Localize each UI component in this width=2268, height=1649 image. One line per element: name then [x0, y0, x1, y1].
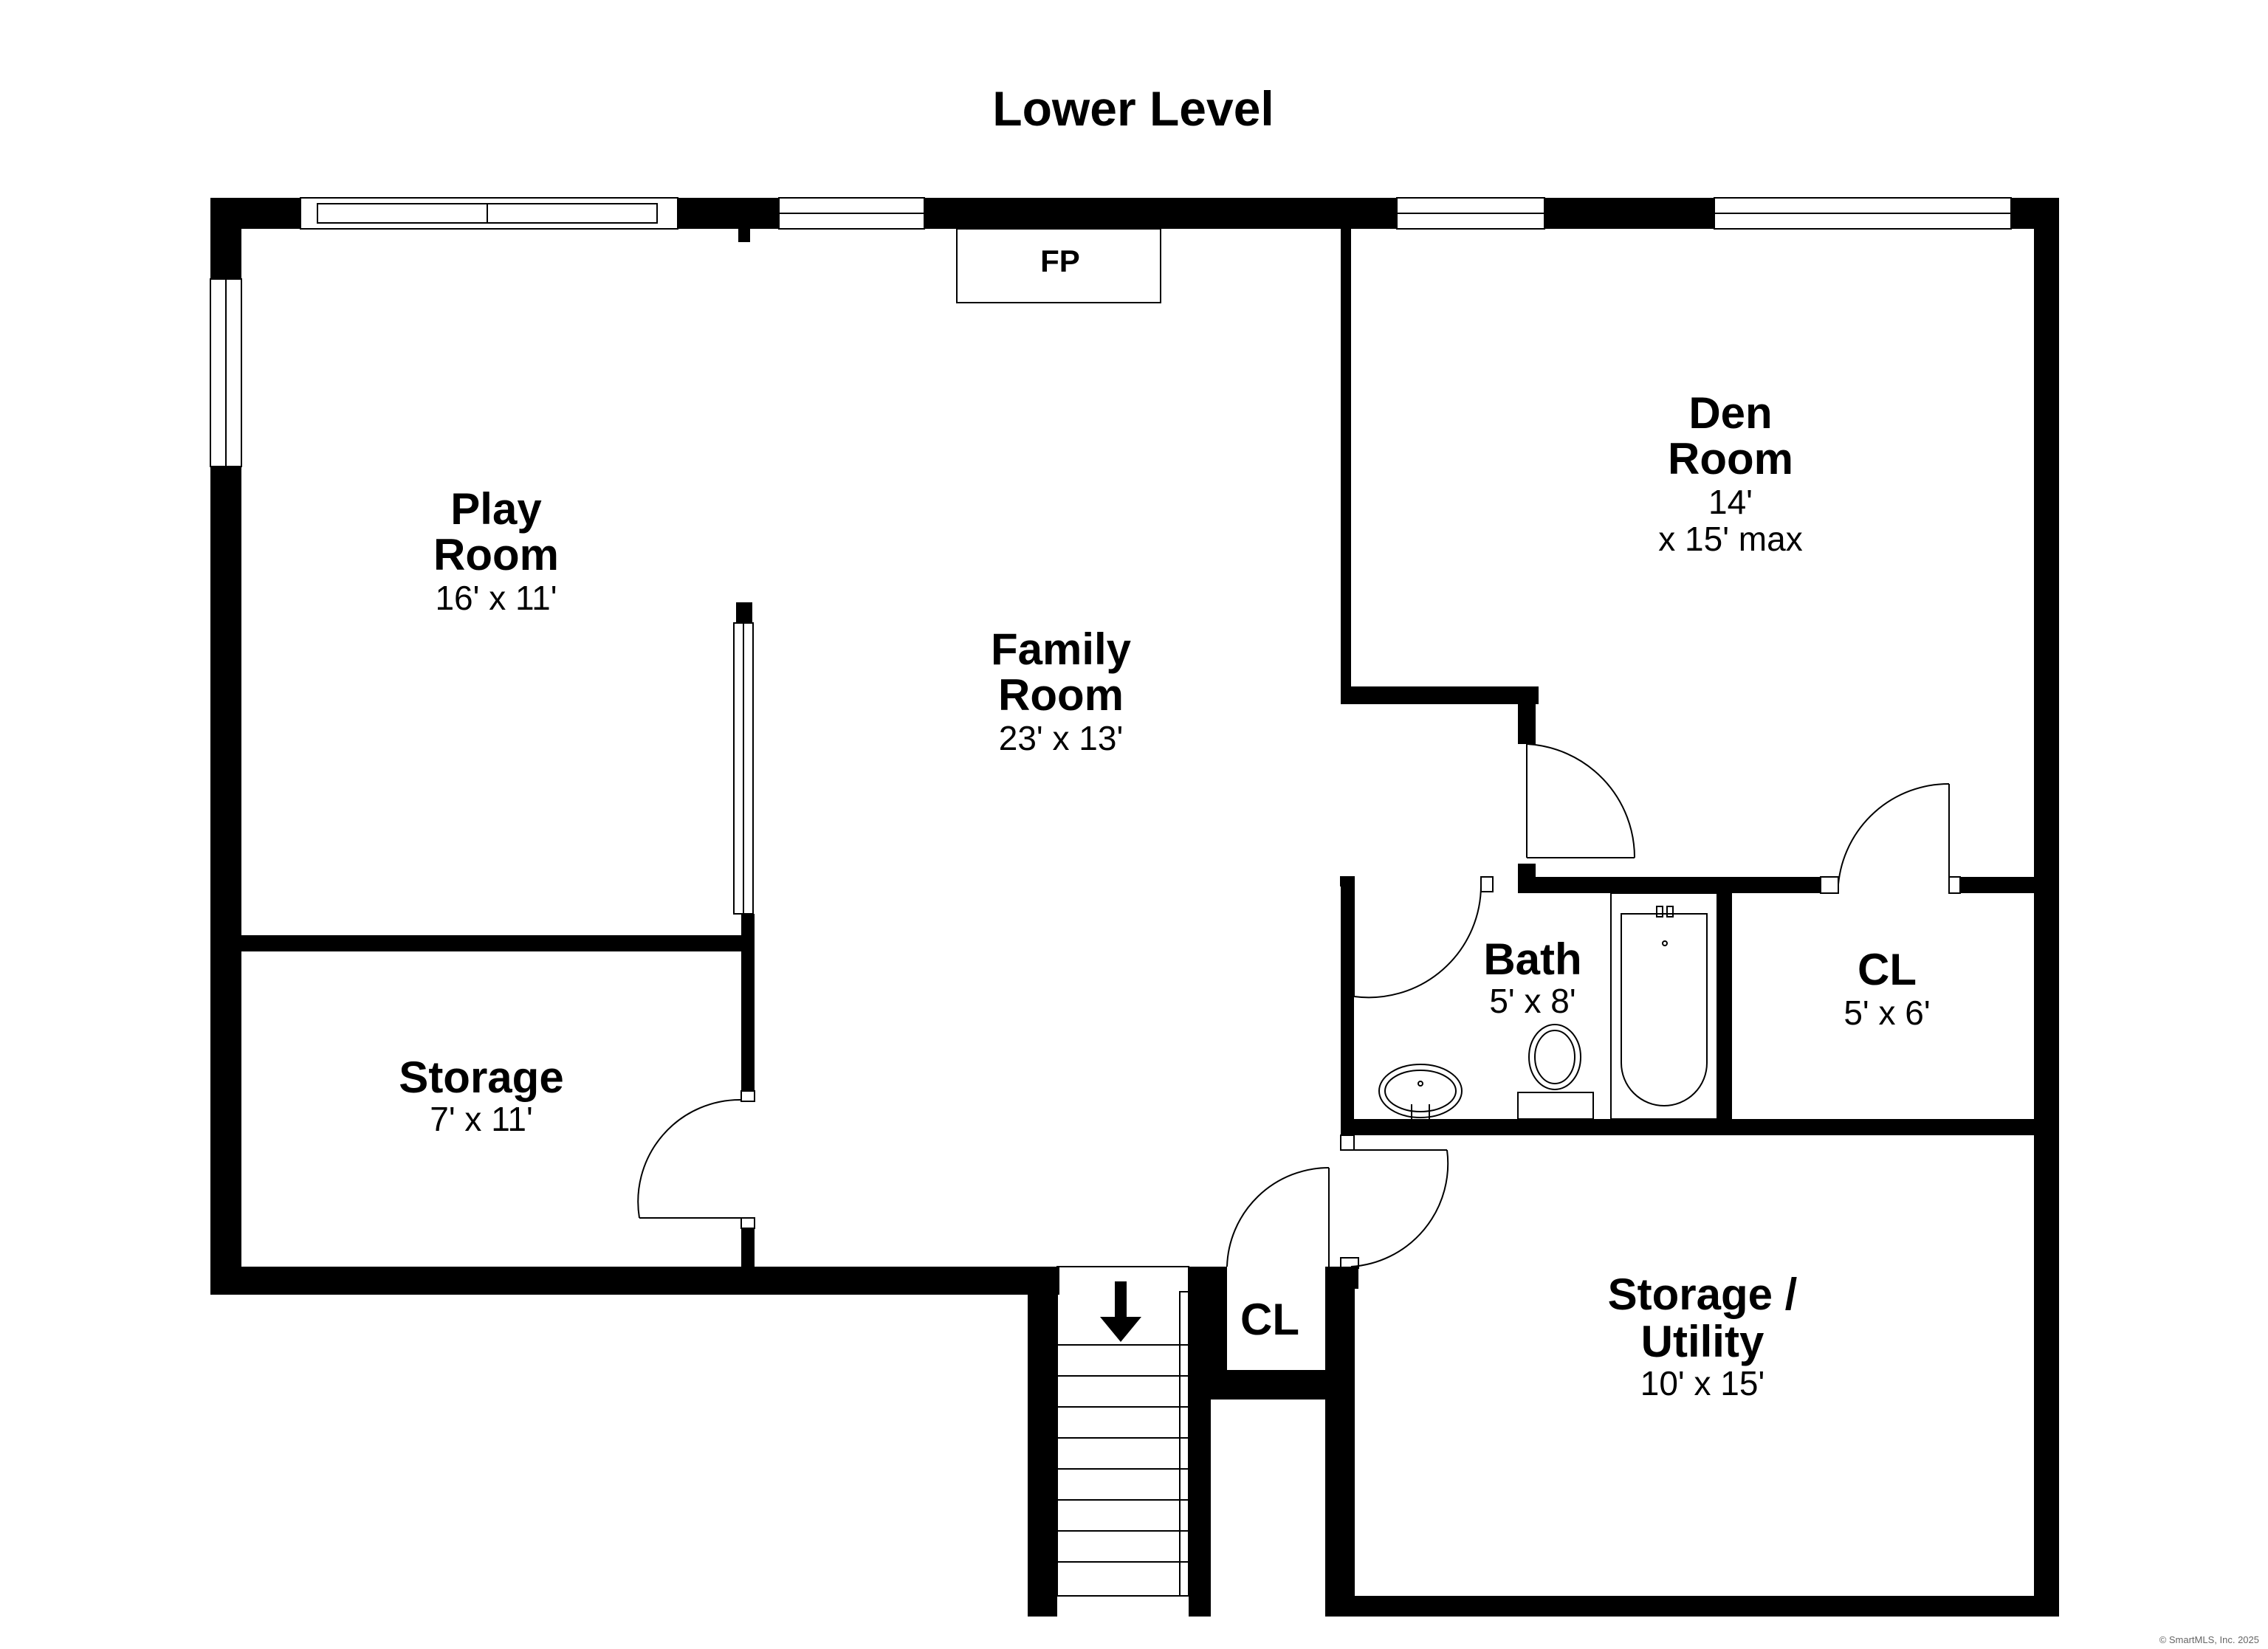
windows — [210, 197, 2012, 915]
room-storage-utility: Storage / Utility 10' x 15' — [1608, 1270, 1798, 1402]
room-cl-stair: CL — [1240, 1295, 1299, 1344]
svg-text:CL: CL — [1240, 1295, 1299, 1344]
room-labels: Play Room 16' x 11' Family Room 23' x 13… — [399, 388, 1930, 1402]
svg-text:10' x 15': 10' x 15' — [1640, 1364, 1764, 1402]
exterior-walls — [210, 198, 2059, 1617]
svg-text:14': 14' — [1708, 483, 1753, 521]
fireplace: FP — [956, 228, 1161, 303]
svg-text:5' x 8': 5' x 8' — [1489, 982, 1575, 1020]
svg-text:Storage: Storage — [399, 1053, 563, 1102]
room-play-room: Play Room 16' x 11' — [433, 484, 559, 617]
staircase — [1056, 1266, 1189, 1597]
svg-text:7' x 11': 7' x 11' — [430, 1100, 532, 1138]
svg-text:16' x 11': 16' x 11' — [435, 579, 557, 617]
room-cl-east: CL 5' x 6' — [1843, 945, 1930, 1032]
svg-text:Den: Den — [1688, 388, 1772, 438]
room-bath: Bath 5' x 8' — [1483, 934, 1581, 1020]
interior-walls — [241, 229, 2059, 1289]
room-storage: Storage 7' x 11' — [399, 1053, 563, 1138]
svg-text:Family: Family — [991, 624, 1132, 674]
doors — [637, 743, 1961, 1269]
svg-text:Room: Room — [433, 530, 559, 579]
plan-title: Lower Level — [992, 81, 1274, 136]
svg-text:Play: Play — [450, 484, 542, 534]
copyright-notice: © SmartMLS, Inc. 2025 — [2159, 1634, 2259, 1645]
svg-text:CL: CL — [1858, 945, 1917, 994]
arrow-down-icon — [1100, 1281, 1141, 1342]
svg-text:Bath: Bath — [1483, 934, 1581, 984]
svg-text:Room: Room — [1668, 434, 1793, 483]
svg-text:Storage /: Storage / — [1608, 1270, 1798, 1319]
room-family-room: Family Room 23' x 13' — [991, 624, 1132, 757]
svg-text:x 15' max: x 15' max — [1658, 520, 1802, 558]
bath-fixtures — [1378, 892, 1718, 1120]
svg-text:23' x 13': 23' x 13' — [999, 719, 1123, 757]
svg-text:5' x 6': 5' x 6' — [1843, 994, 1930, 1032]
fireplace-label: FP — [1040, 244, 1080, 278]
svg-text:Room: Room — [998, 670, 1124, 720]
svg-text:Utility: Utility — [1641, 1317, 1764, 1366]
room-den-room: Den Room 14' x 15' max — [1658, 388, 1802, 558]
